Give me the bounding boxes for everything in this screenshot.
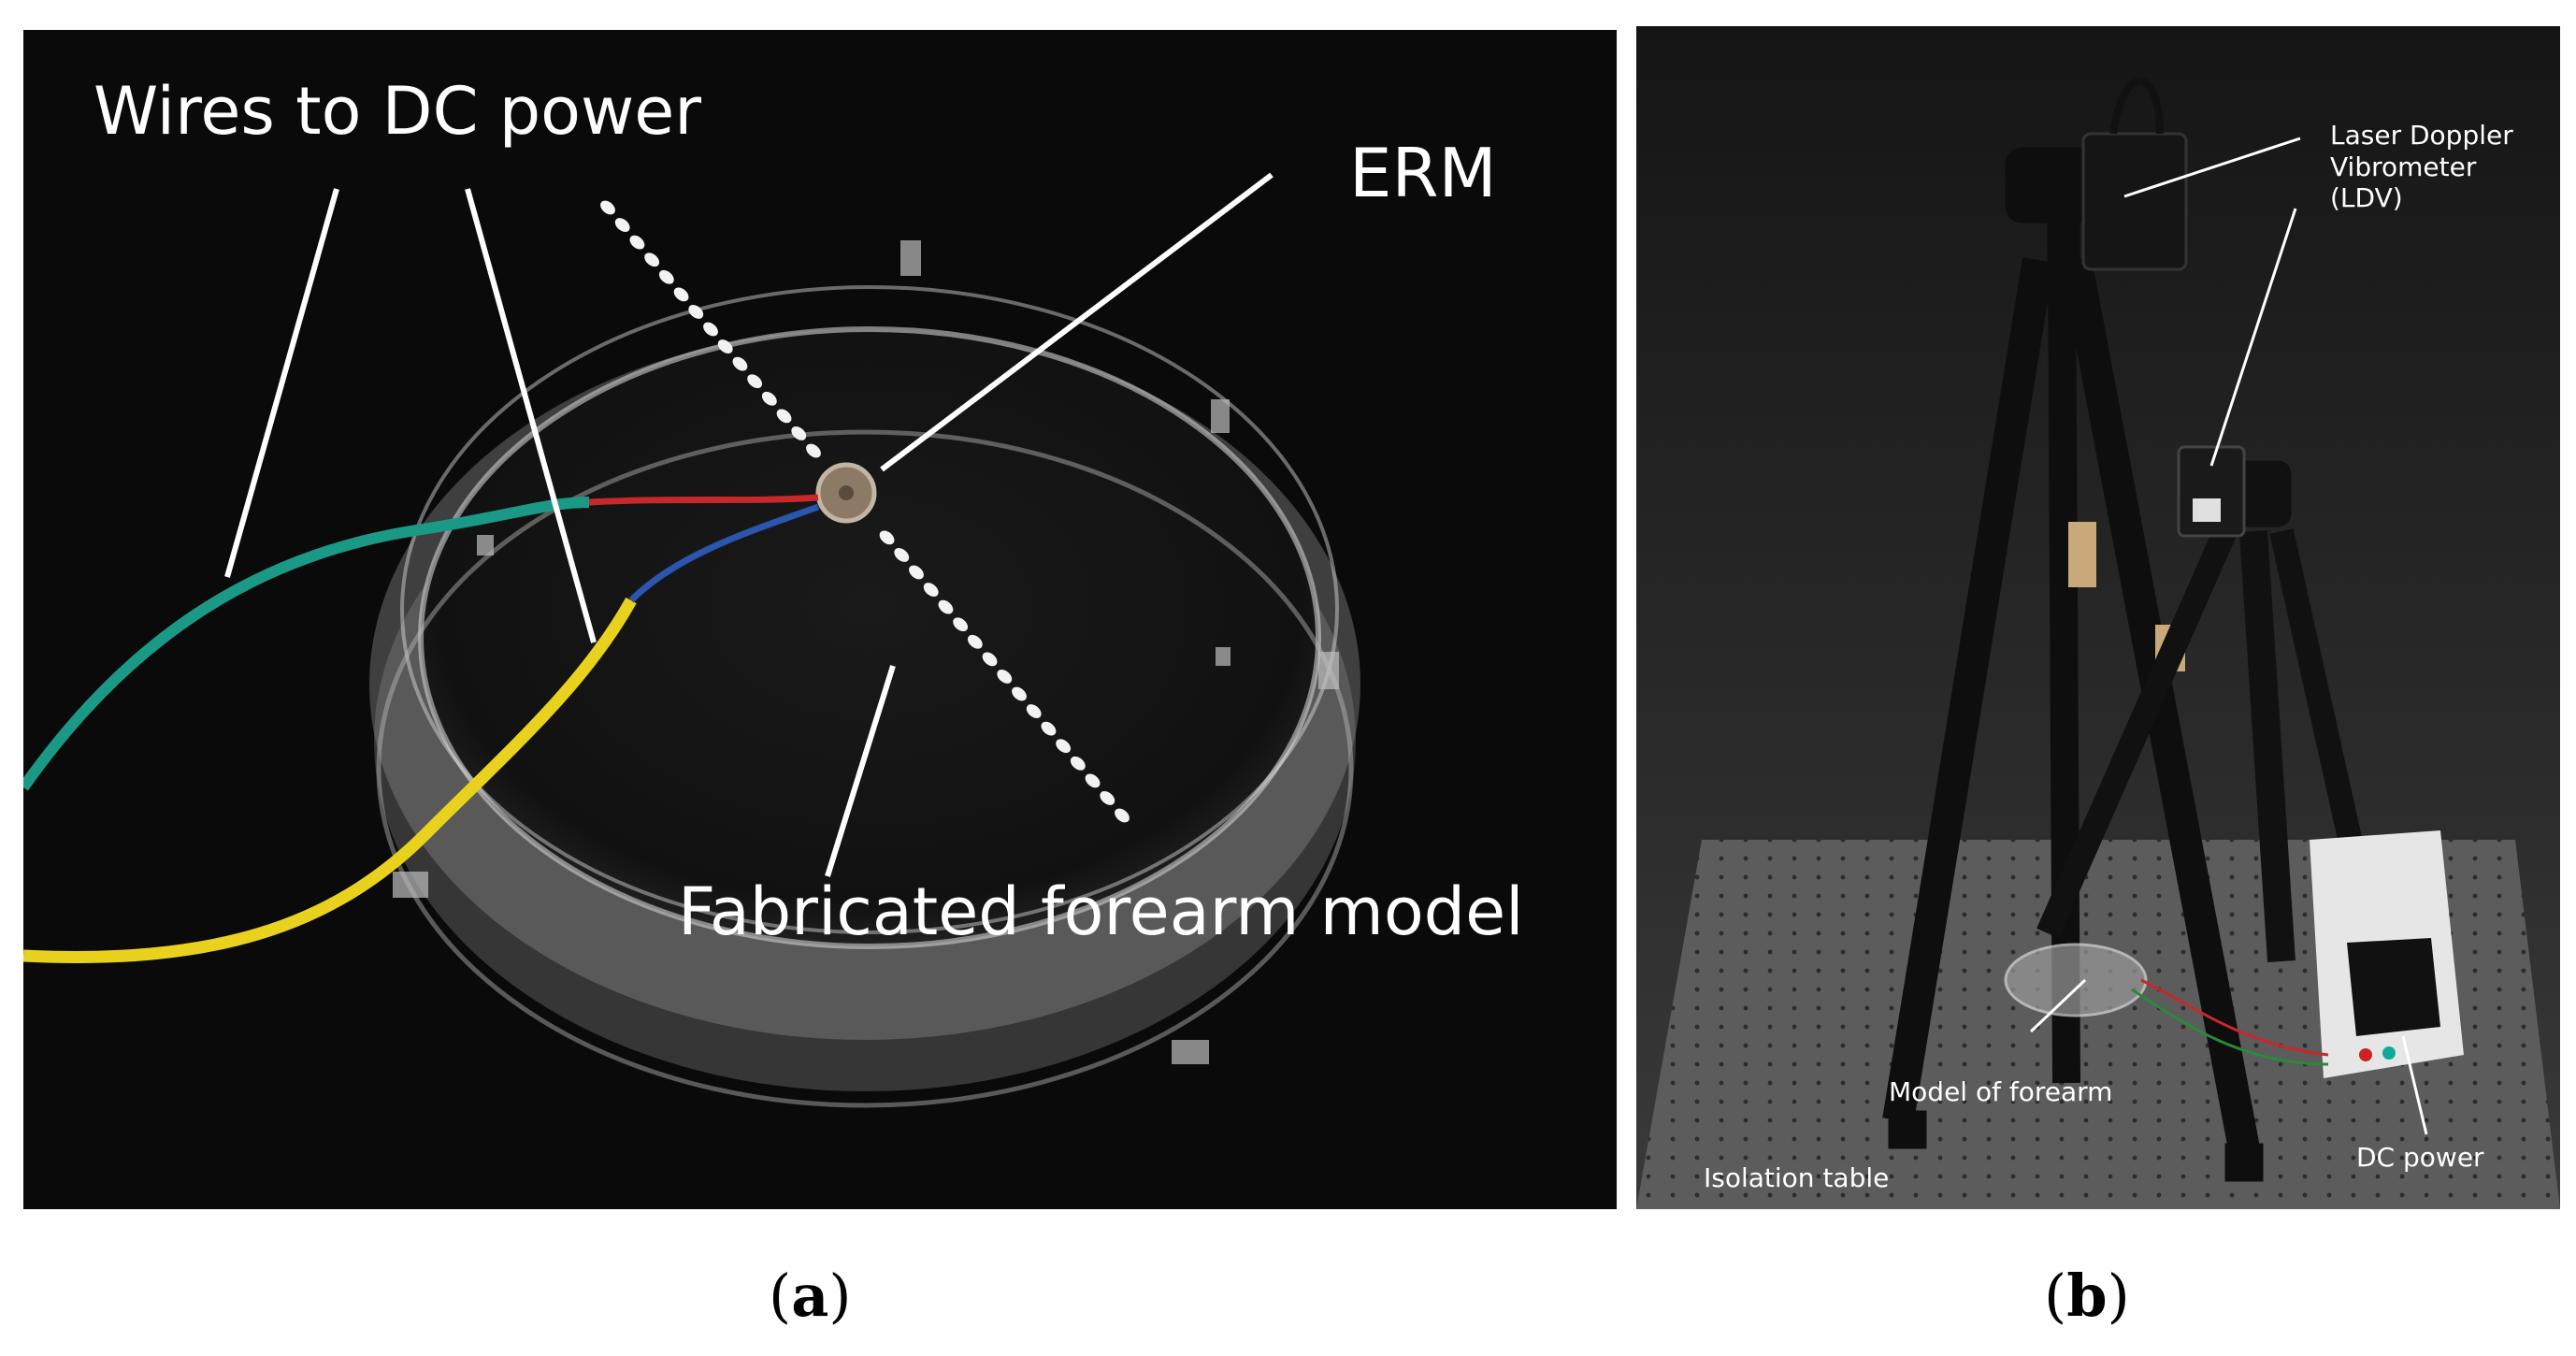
measurement-dot bbox=[879, 530, 895, 545]
forearm-model-label: Fabricated forearm model bbox=[678, 873, 1524, 950]
measurement-dot bbox=[1056, 739, 1072, 754]
dish-inner bbox=[421, 329, 1318, 946]
measurement-dot bbox=[1026, 704, 1042, 718]
photo-panel-a: Wires to DC power ERM Fabricated forearm… bbox=[23, 30, 1617, 1209]
measurement-dot bbox=[909, 565, 924, 580]
measurement-dot bbox=[673, 287, 689, 302]
measurement-dot bbox=[1041, 721, 1057, 736]
wires-leader-2 bbox=[465, 188, 597, 643]
green-wire bbox=[23, 497, 590, 791]
measurement-dot bbox=[967, 634, 983, 649]
caption-a-letter: a bbox=[791, 1262, 829, 1330]
ldv-1 bbox=[2081, 132, 2188, 271]
dc-power-label: DC power bbox=[2356, 1142, 2484, 1173]
red-wire bbox=[588, 494, 819, 506]
measurement-dot bbox=[982, 652, 998, 667]
ldv-leader-1 bbox=[2123, 137, 2301, 198]
measurement-dot bbox=[953, 617, 969, 632]
measurement-dot bbox=[600, 200, 615, 215]
measurement-dot bbox=[761, 391, 777, 406]
measurement-dot bbox=[1085, 773, 1101, 788]
ldv-2 bbox=[2177, 445, 2246, 538]
measurement-dot bbox=[894, 548, 910, 562]
erm-leader bbox=[880, 172, 1274, 472]
ldv-label-line-2: Vibrometer bbox=[2330, 151, 2477, 182]
isolation-table-label: Isolation table bbox=[1704, 1162, 1890, 1193]
erm-label: ERM bbox=[1349, 134, 1497, 212]
measurement-dot bbox=[1115, 808, 1130, 823]
measurement-dot bbox=[629, 235, 645, 250]
caption-b: (b) bbox=[2044, 1262, 2130, 1330]
measurement-dot bbox=[923, 583, 939, 597]
measurement-dot bbox=[703, 322, 718, 337]
dc-power-supply bbox=[2310, 830, 2464, 1078]
measurement-dot bbox=[1100, 791, 1115, 805]
measurement-dot bbox=[806, 443, 821, 458]
caption-b-letter: b bbox=[2066, 1262, 2108, 1330]
measurement-dot bbox=[997, 670, 1013, 684]
blue-wire bbox=[628, 503, 820, 603]
ldv-label-line-1: Laser Doppler bbox=[2330, 120, 2513, 151]
measurement-dot bbox=[688, 305, 704, 319]
photo-panel-b: Laser Doppler Vibrometer (LDV) Model of … bbox=[1636, 26, 2560, 1209]
measurement-dot bbox=[1070, 756, 1086, 771]
measurement-dot bbox=[717, 339, 733, 353]
forearm-leader bbox=[825, 665, 896, 877]
measurement-dot bbox=[658, 269, 674, 284]
measurement-dot bbox=[776, 409, 792, 424]
caption-a: (a) bbox=[769, 1262, 852, 1330]
ldv-label-line-3: (LDV) bbox=[2330, 182, 2403, 214]
measurement-dot bbox=[732, 356, 748, 371]
wires-leader-1 bbox=[224, 188, 339, 578]
ldv-leader-2 bbox=[2209, 208, 2297, 467]
yellow-wire bbox=[23, 597, 637, 963]
measurement-dot bbox=[747, 374, 763, 389]
forearm-model-photo bbox=[23, 30, 1617, 1209]
dc-leader bbox=[2401, 1035, 2428, 1135]
small-forearm-model bbox=[2004, 943, 2148, 1017]
ldv-label: Laser Doppler Vibrometer (LDV) bbox=[2330, 120, 2513, 214]
setup-photo bbox=[1636, 26, 2560, 1209]
measurement-dot bbox=[614, 218, 630, 232]
model-leader bbox=[2029, 978, 2087, 1033]
wires-label: Wires to DC power bbox=[94, 73, 702, 150]
measurement-dot bbox=[1012, 686, 1027, 701]
model-label: Model of forearm bbox=[1889, 1076, 2113, 1107]
measurement-dot bbox=[791, 426, 807, 440]
measurement-dot bbox=[644, 252, 660, 267]
tripod-2 bbox=[2036, 460, 2368, 962]
measurement-dot bbox=[938, 599, 954, 614]
